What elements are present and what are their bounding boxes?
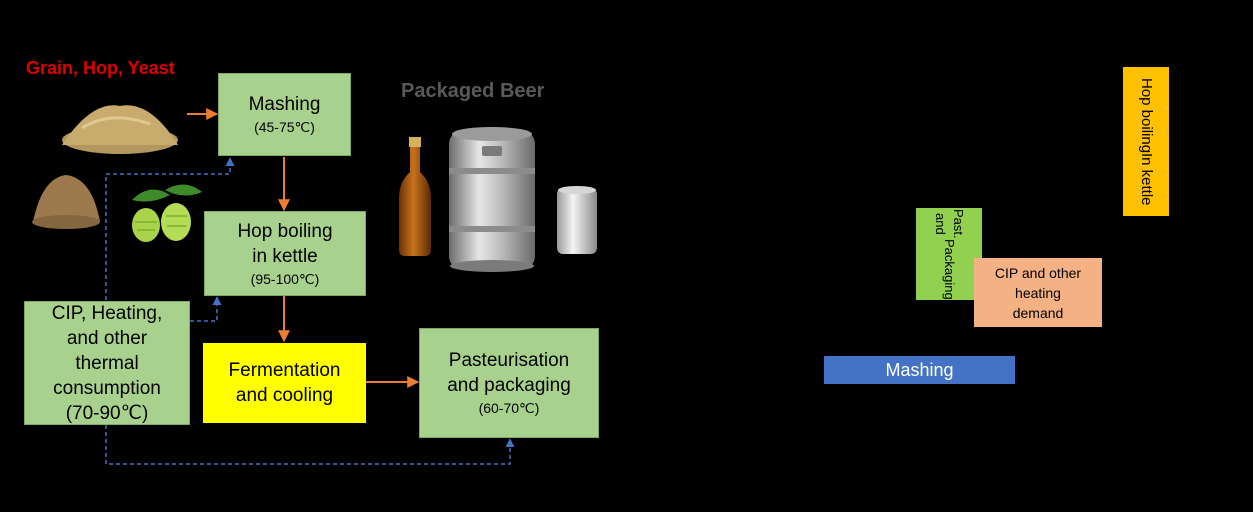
- hop-boiling-temp: (95-100℃): [250, 270, 320, 287]
- cip-line3: thermal: [75, 352, 139, 374]
- mashing-title: Mashing: [248, 94, 321, 115]
- cip-line1: CIP, Heating,: [51, 302, 163, 324]
- cip-bar-line1: CIP and other: [994, 264, 1082, 281]
- past-packaging-bar: Past. and Packaging: [916, 208, 982, 300]
- hop-boiling-line2: in kettle: [252, 245, 318, 267]
- cip-bar-line2: heating: [1015, 284, 1061, 301]
- malt-pile-icon: [32, 175, 100, 229]
- cip-demand-bar: CIP and other heating demand: [974, 258, 1102, 327]
- mashing-temp: (45-75℃): [254, 119, 315, 135]
- pasteurisation-temp: (60-70℃): [478, 400, 540, 416]
- fermentation-line1: Fermentation: [228, 360, 341, 381]
- beer-bottle-icon: [399, 137, 431, 256]
- hop-boiling-bar: Hop boiling In kettle: [1123, 67, 1169, 216]
- cip-line2: and other: [66, 327, 148, 349]
- pasteurisation-box: Pasteurisation and packaging (60-70℃): [419, 328, 599, 438]
- cip-heating-box: CIP, Heating, and other thermal consumpt…: [24, 301, 190, 425]
- hop-cone-icon: [132, 184, 202, 242]
- mashing-bar-label: Mashing: [885, 359, 954, 380]
- grain-pile-icon: [62, 105, 178, 154]
- past-bar-line1: Past. and: [933, 208, 966, 239]
- cip-bar-line3: demand: [1012, 304, 1064, 321]
- past-bar-line2: Packaging: [942, 239, 957, 300]
- hop-boiling-box: Hop boiling in kettle (95-100℃): [204, 211, 366, 296]
- fermentation-line2: and cooling: [235, 385, 334, 406]
- mashing-bar: Mashing: [824, 356, 1015, 384]
- hop-boiling-line1: Hop boiling: [237, 220, 333, 242]
- beer-keg-icon: [449, 127, 535, 272]
- packaged-beer-label: Packaged Beer: [401, 80, 545, 102]
- pasteurisation-line2: and packaging: [447, 375, 571, 396]
- mashing-box: Mashing (45-75℃): [218, 73, 351, 156]
- cip-line4: consumption: [53, 377, 161, 399]
- ingredients-label: Grain, Hop, Yeast: [26, 58, 175, 78]
- process-arrows: [187, 108, 420, 388]
- hop-bar-line1: Hop boiling: [1138, 77, 1155, 153]
- hop-bar-line2: In kettle: [1138, 152, 1155, 206]
- beer-can-icon: [557, 186, 597, 254]
- cip-line5: (70-90℃): [65, 402, 149, 424]
- fermentation-box: Fermentation and cooling: [203, 343, 366, 423]
- heat-supply-connectors: [105, 157, 515, 465]
- pasteurisation-line1: Pasteurisation: [448, 350, 570, 371]
